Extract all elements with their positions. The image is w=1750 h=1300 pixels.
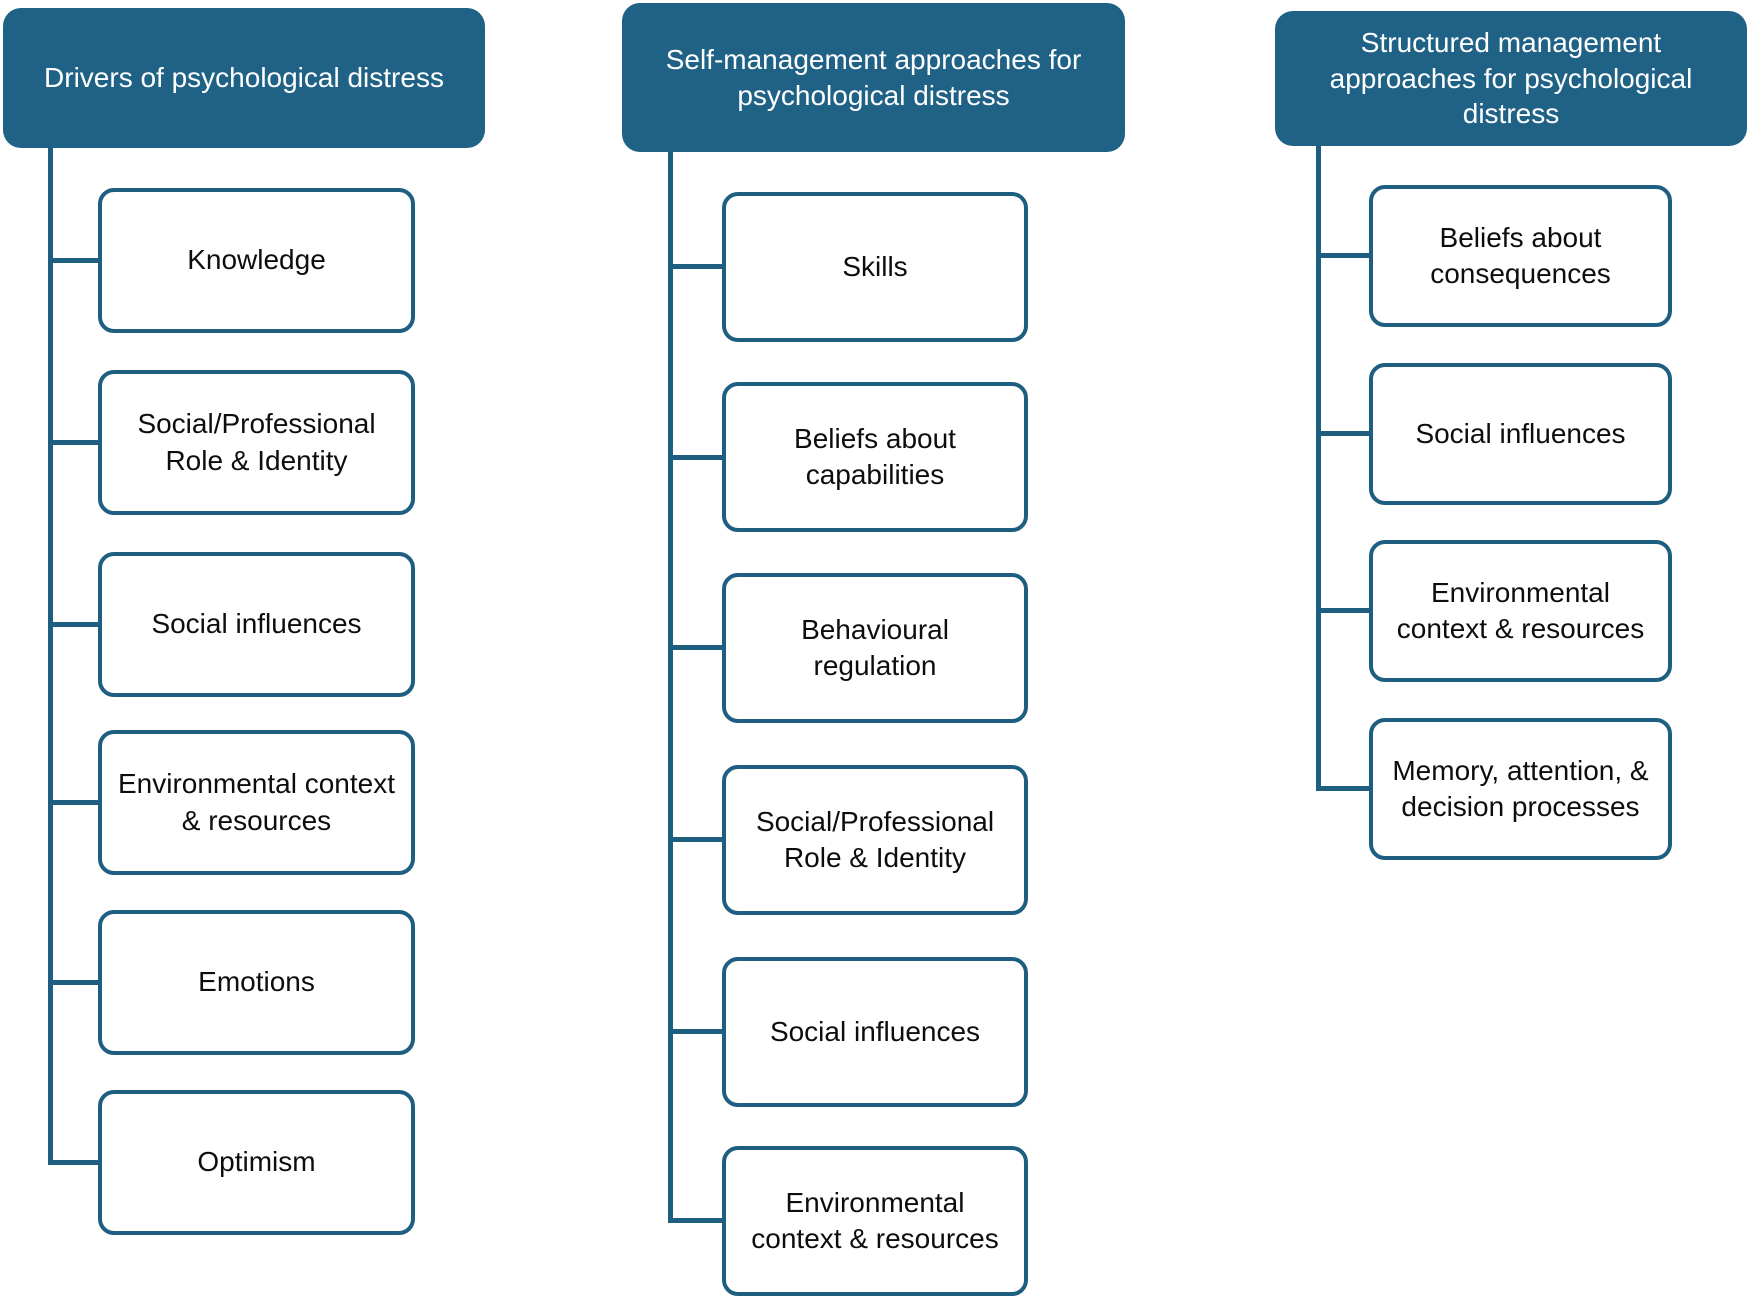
connector-trunk-self-management xyxy=(668,152,673,1223)
node-optimism: Optimism xyxy=(98,1090,415,1235)
connector-trunk-drivers xyxy=(48,148,53,1165)
connector-stub xyxy=(670,645,722,650)
node-label: Environmental context & resources xyxy=(117,768,396,836)
connector-stub xyxy=(670,455,722,460)
node-behavioural-regulation: Behavioural regulation xyxy=(722,573,1028,723)
node-social-professional-role-identity-2: Social/Professional Role & Identity xyxy=(722,765,1028,915)
node-social-influences-1: Social influences xyxy=(98,552,415,697)
node-social-professional-role-identity-1: Social/Professional Role & Identity xyxy=(98,370,415,515)
connector-stub xyxy=(50,1160,98,1165)
node-beliefs-about-capabilities: Beliefs about capabilities xyxy=(722,382,1028,532)
node-memory-attention-decision-processes: Memory, attention, & decision processes xyxy=(1369,718,1672,860)
column-header-self-management-label: Self-management approaches for psycholog… xyxy=(665,43,1082,111)
connector-stub xyxy=(670,837,722,842)
node-label: Social influences xyxy=(151,608,362,640)
connector-stub xyxy=(1318,786,1369,791)
column-header-drivers-label: Drivers of psychological distress xyxy=(44,62,444,94)
node-skills: Skills xyxy=(722,192,1028,342)
connector-stub xyxy=(50,622,98,627)
node-optimism-label: Optimism xyxy=(197,1146,316,1178)
connector-stub xyxy=(50,980,98,985)
column-header-drivers: Drivers of psychological distress xyxy=(3,8,485,148)
column-header-structured-management: Structured management approaches for psy… xyxy=(1275,11,1747,146)
node-skills-label: Skills xyxy=(842,250,908,282)
node-environmental-context-resources-2: Environmental context & resources xyxy=(722,1146,1028,1296)
node-social-influences-3: Social influences xyxy=(1369,363,1672,505)
node-knowledge-label: Knowledge xyxy=(187,244,326,276)
node-knowledge: Knowledge xyxy=(98,188,415,333)
column-header-self-management: Self-management approaches for psycholog… xyxy=(622,3,1125,152)
node-label: Social/Professional Role & Identity xyxy=(137,408,376,476)
connector-stub xyxy=(50,440,98,445)
connector-stub xyxy=(670,264,722,269)
connector-stub xyxy=(1318,431,1369,436)
node-label: Environmental context & resources xyxy=(1396,576,1645,644)
node-beliefs-about-consequences: Beliefs about consequences xyxy=(1369,185,1672,327)
connector-stub xyxy=(50,258,98,263)
node-label: Behavioural regulation xyxy=(801,613,949,681)
connector-stub xyxy=(1318,253,1369,258)
node-label: Beliefs about capabilities xyxy=(794,422,956,490)
node-label: Environmental context & resources xyxy=(751,1186,999,1254)
node-environmental-context-resources-3: Environmental context & resources xyxy=(1369,540,1672,682)
connector-trunk-structured-management xyxy=(1316,146,1321,791)
node-label: Social/Professional Role & Identity xyxy=(755,805,995,873)
column-header-structured-management-label: Structured management approaches for psy… xyxy=(1329,26,1693,130)
node-label: Memory, attention, & decision processes xyxy=(1392,754,1649,822)
connector-stub xyxy=(50,800,98,805)
node-label: Social influences xyxy=(769,1015,981,1047)
node-social-influences-2: Social influences xyxy=(722,957,1028,1107)
node-label: Social influences xyxy=(1415,417,1626,449)
node-environmental-context-resources-1: Environmental context & resources xyxy=(98,730,415,875)
connector-stub xyxy=(670,1029,722,1034)
node-emotions: Emotions xyxy=(98,910,415,1055)
connector-stub xyxy=(1318,608,1369,613)
node-emotions-label: Emotions xyxy=(198,966,315,998)
node-label: Beliefs about consequences xyxy=(1430,221,1611,289)
connector-stub xyxy=(670,1218,722,1223)
